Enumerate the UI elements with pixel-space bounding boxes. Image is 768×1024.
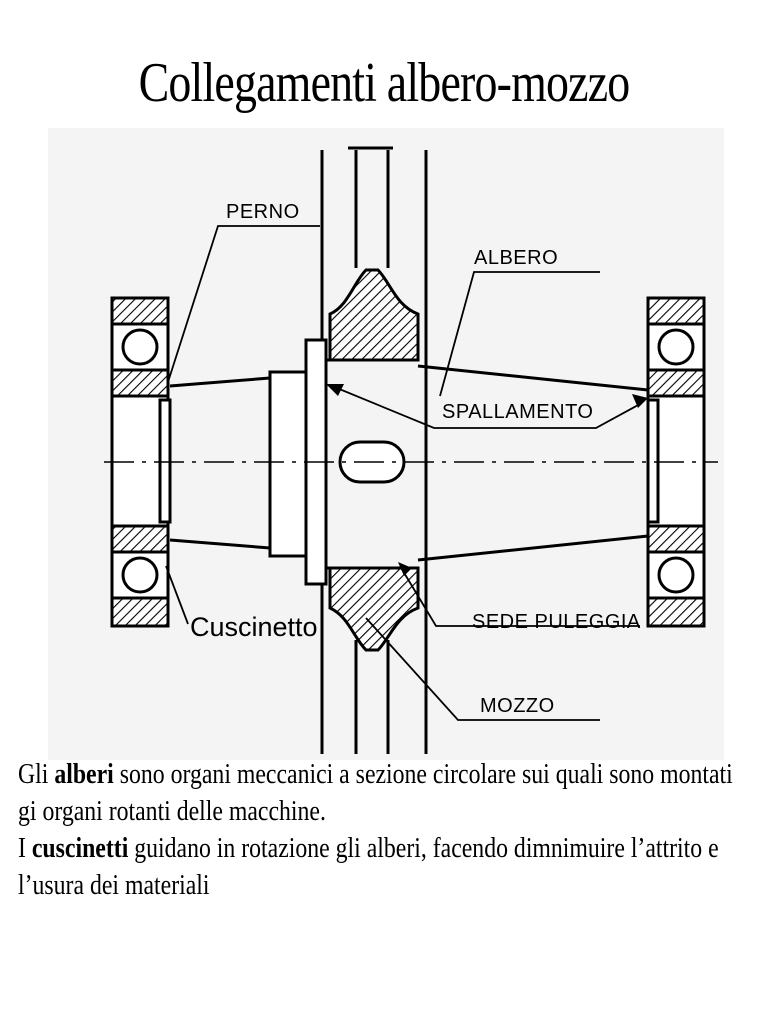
arrow-sede-puleggia — [398, 562, 412, 576]
left-journal — [158, 398, 172, 524]
label-sede-puleggia: SEDE PULEGGIA — [472, 611, 641, 633]
body-text: Gli alberi sono organi meccanici a sezio… — [18, 756, 753, 904]
label-mozzo: MOZZO — [480, 695, 555, 717]
technical-drawing: PERNO ALBERO SPALLAMENTO Cuscinetto SEDE… — [48, 128, 724, 760]
hub-upper-section — [328, 268, 420, 362]
arrow-left-spallamento — [326, 384, 344, 396]
paragraph-alberi: Gli alberi sono organi meccanici a sezio… — [18, 758, 733, 827]
leader-lines — [165, 225, 641, 721]
label-cuscinetto: Cuscinetto — [190, 612, 318, 642]
right-journal — [646, 398, 660, 524]
label-spallamento: SPALLAMENTO — [442, 401, 593, 423]
label-albero: ALBERO — [474, 247, 558, 269]
paragraph-cuscinetti: I cuscinetti guidano in rotazione gli al… — [18, 832, 719, 901]
left-bearing — [110, 296, 170, 628]
page-title: Collegamenti albero-mozzo — [138, 52, 631, 114]
arrow-right-spallamento — [632, 394, 648, 408]
label-perno: PERNO — [226, 201, 300, 223]
hub-lower-section — [328, 566, 420, 652]
shaft-hub-drawing: PERNO ALBERO SPALLAMENTO Cuscinetto SEDE… — [48, 128, 724, 760]
